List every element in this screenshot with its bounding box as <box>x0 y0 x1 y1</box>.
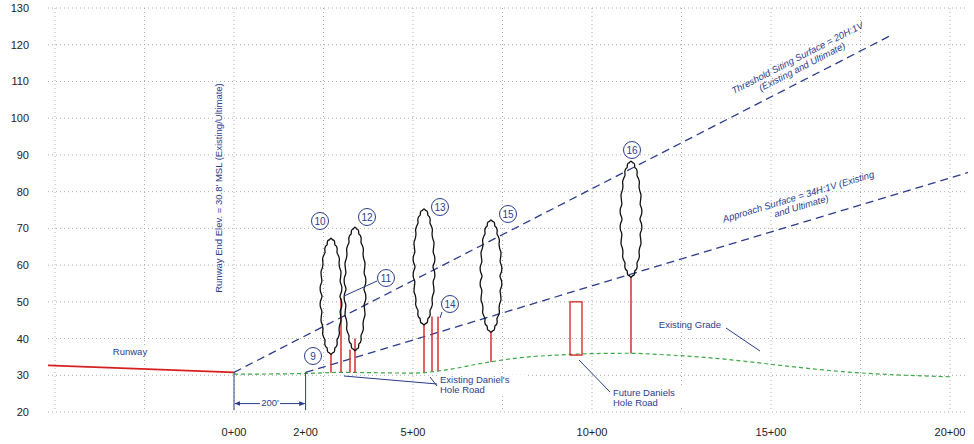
grid-line <box>681 8 682 412</box>
station-label: 15+00 <box>755 426 788 438</box>
grid-line <box>48 301 968 302</box>
grid <box>0 8 968 412</box>
axis-value: 130 <box>10 2 30 14</box>
grid-line <box>234 8 235 412</box>
extension-line <box>305 372 306 410</box>
leader-line <box>726 328 760 351</box>
tree-obstruction <box>413 209 435 325</box>
callout-number: 14 <box>441 295 459 313</box>
grid-line <box>48 338 968 339</box>
future-road <box>570 302 582 355</box>
station-label: 2+00 <box>292 426 319 438</box>
grid-line <box>48 412 968 413</box>
grid-line <box>48 118 968 119</box>
callout-number: 12 <box>358 208 376 226</box>
leader-line <box>440 312 442 318</box>
grid-line <box>413 8 414 412</box>
runway-line <box>48 365 234 372</box>
grid-line <box>48 265 968 266</box>
tree-obstruction <box>480 220 502 332</box>
grid-line <box>55 8 56 412</box>
obstruction-pole <box>354 339 355 373</box>
obstruction-pole <box>437 317 438 371</box>
grid-line <box>48 228 968 229</box>
runway-end-note: Runway End Elev. = 30.8' MSL (Existing/U… <box>214 82 224 294</box>
axis-value: 90 <box>16 149 30 161</box>
dimension-label: 200' <box>260 398 280 408</box>
obstruction-pole <box>349 350 350 373</box>
callout-number: 11 <box>377 269 395 287</box>
approach-surface <box>306 172 968 372</box>
tree-obstruction <box>344 227 366 351</box>
obstruction-pole <box>431 317 432 372</box>
tree-obstruction <box>620 161 642 277</box>
leader-line <box>344 281 377 296</box>
grid-line <box>48 8 968 9</box>
axis-value: 30 <box>16 369 30 381</box>
station-label: 20+00 <box>934 426 967 438</box>
grid-line <box>860 8 861 412</box>
leader-line <box>344 376 437 384</box>
station-label: 10+00 <box>576 426 609 438</box>
axis-value: 120 <box>10 39 30 51</box>
axis-value: 100 <box>10 112 30 124</box>
callout-number: 15 <box>499 205 517 223</box>
axis-value: 20 <box>16 406 30 418</box>
leader-line <box>430 377 437 386</box>
callout-number: 16 <box>623 141 641 159</box>
axis-value: 110 <box>10 75 30 87</box>
axis-value: 70 <box>16 222 30 234</box>
grid-line <box>48 81 968 82</box>
station-label: 0+00 <box>221 426 248 438</box>
grid-line <box>950 8 951 412</box>
axis-value: 40 <box>16 333 30 345</box>
callout-number: 13 <box>431 198 449 216</box>
threshold-surface <box>234 34 893 372</box>
tree-obstruction <box>320 238 342 354</box>
grid-line <box>592 8 593 412</box>
axis-value: 50 <box>16 296 30 308</box>
runway-label: Runway <box>112 347 148 357</box>
obstruction-pole <box>490 331 491 362</box>
surface-label: Approach Surface = 34H:1V (Existing and … <box>715 167 886 237</box>
obstruction-pole <box>630 276 631 353</box>
obstruction-pole <box>330 353 331 372</box>
axis-value: 80 <box>16 186 30 198</box>
geometry <box>48 34 968 410</box>
surface-label: Threshold Siting Surface = 20H:1V (Exist… <box>719 14 882 111</box>
callout-number: 10 <box>311 212 329 230</box>
grade-label: Existing Grade <box>658 320 722 330</box>
extension-line <box>234 372 235 410</box>
road-label: Future Daniels Hole Road <box>612 388 686 409</box>
road-label: Existing Daniel's Hole Road <box>439 375 525 396</box>
obstruction-pole <box>423 324 424 372</box>
grid-line <box>48 154 968 155</box>
axis-value: 60 <box>16 259 30 271</box>
station-label: 5+00 <box>400 426 427 438</box>
leader-line <box>579 360 610 392</box>
callout-number: 9 <box>304 347 322 365</box>
grid-line <box>323 8 324 412</box>
